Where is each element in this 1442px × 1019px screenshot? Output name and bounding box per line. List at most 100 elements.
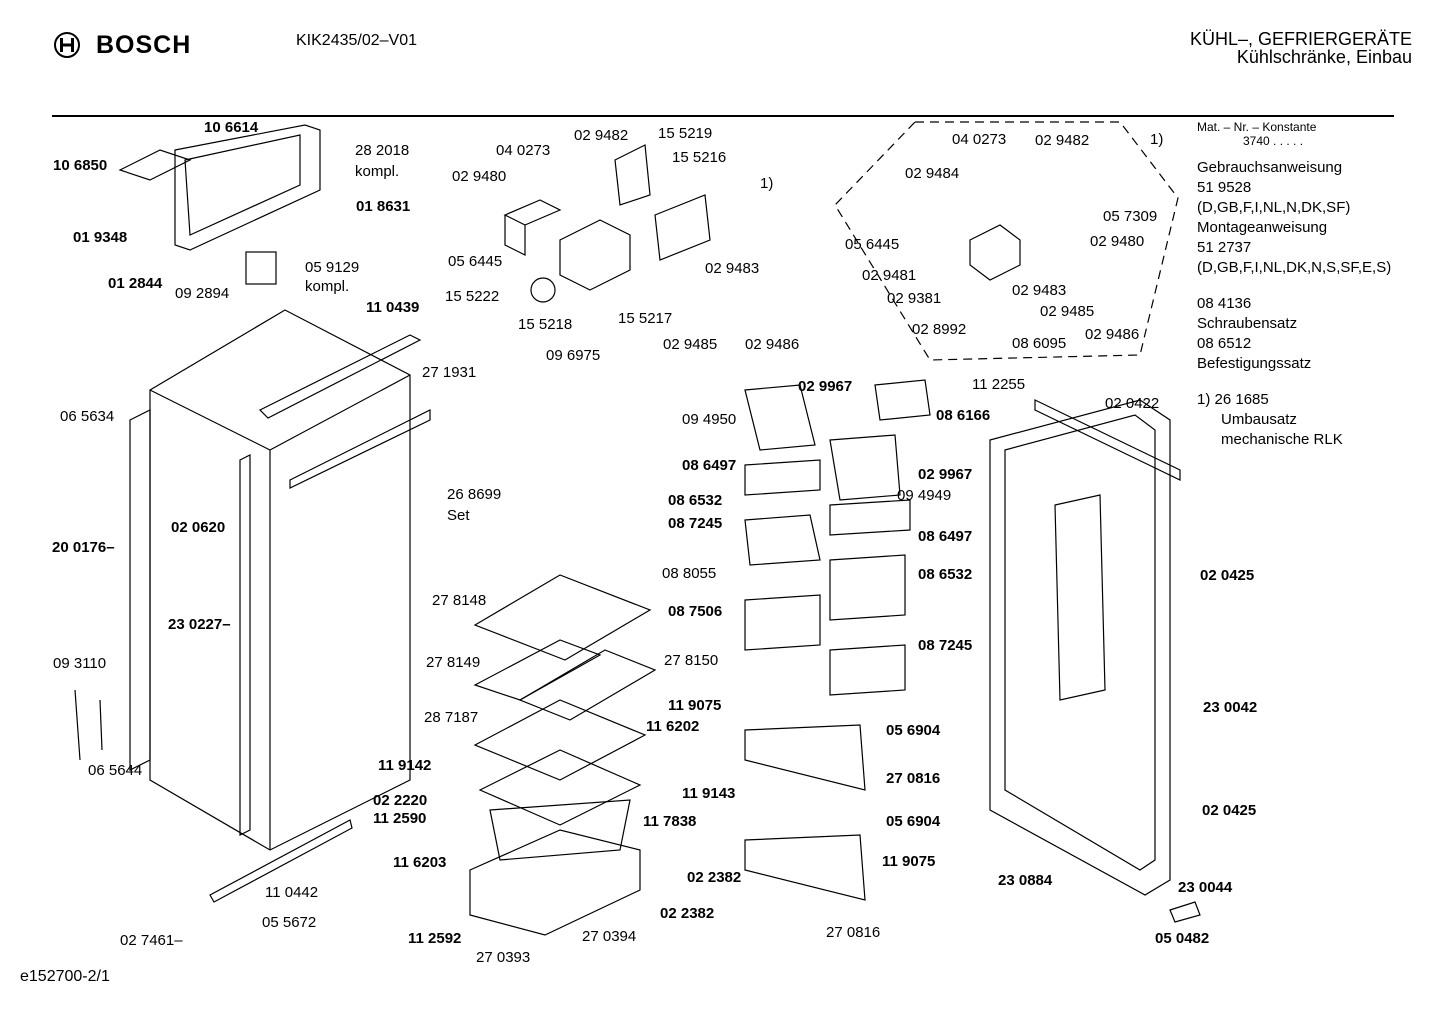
part-label: 09 4949 (897, 487, 951, 504)
part-label: 08 7506 (668, 603, 722, 620)
part-label: 05 5672 (262, 914, 316, 931)
glass-shelf-1 (473, 574, 652, 661)
part-label: 06 5644 (88, 762, 142, 779)
part-label: 11 6202 (646, 718, 699, 735)
part-label: 02 0620 (171, 519, 225, 536)
model-number: KIK2435/02–V01 (296, 32, 417, 49)
part-label: 05 6904 (886, 813, 941, 830)
part-label: 02 2220 (373, 792, 427, 809)
part-label: 02 9967 (918, 466, 972, 483)
part-label: 02 9967 (798, 378, 852, 395)
part-label: 11 2592 (408, 930, 461, 947)
part-label: 02 9480 (452, 168, 506, 185)
part-label: 10 6850 (53, 157, 107, 174)
small-bin-2 (829, 644, 906, 696)
legend-line: 51 2737 (1197, 239, 1252, 256)
trim-strip-shape (239, 454, 251, 836)
part-label: 02 0425 (1200, 567, 1254, 584)
part-label: 05 9129 (305, 259, 359, 276)
part-label: 01 9348 (73, 229, 127, 246)
part-label: 27 8149 (426, 654, 480, 671)
legend-line: (D,GB,F,I,NL,DK,N,S,SF,E,S) (1197, 259, 1392, 276)
part-label: 15 5216 (672, 149, 726, 166)
legend-panel: Mat. – Nr. – Konstante 3740 . . . . . Ge… (1197, 120, 1391, 450)
door-hinge-rail (1034, 399, 1181, 481)
side-panel-shape (129, 409, 151, 771)
dairy-compartment-1 (744, 384, 816, 451)
part-label: 02 2382 (687, 869, 741, 886)
legend-line: Befestigungssatz (1197, 355, 1312, 372)
bottom-rail-shape (209, 819, 353, 903)
part-label: 02 2382 (660, 905, 714, 922)
part-label: 02 9486 (745, 336, 799, 353)
knob-shape (530, 277, 556, 303)
door-gasket-shape (1004, 414, 1156, 871)
door-bin-2 (744, 834, 866, 901)
part-label: 08 6497 (918, 528, 972, 545)
part-label: 02 9482 (1035, 132, 1089, 149)
part-label: 11 2590 (373, 810, 426, 827)
part-label: 1) (760, 175, 773, 192)
part-label: 02 9483 (1012, 282, 1066, 299)
mat-title: Mat. – Nr. – Konstante (1197, 120, 1317, 134)
legend-note: 1) 26 1685 (1197, 391, 1269, 408)
legend-line: 08 4136 (1197, 295, 1252, 312)
part-label: 11 0439 (366, 299, 419, 316)
part-label: 08 6095 (1012, 335, 1066, 352)
hinge-part-shape (245, 251, 277, 285)
part-label: 27 0816 (826, 924, 880, 941)
part-label: 02 0422 (1105, 395, 1159, 412)
part-label: 15 5222 (445, 288, 499, 305)
part-label: 11 9075 (668, 697, 721, 714)
ice-tray-shape (118, 149, 192, 181)
mat-value: 3740 . . . . . (1243, 134, 1304, 148)
door-bin-1 (744, 724, 866, 791)
gasket-strip-shape (289, 409, 431, 489)
sensor-wire (74, 689, 81, 761)
part-label: 11 6203 (393, 854, 446, 871)
part-label: 15 5219 (658, 125, 712, 142)
part-label: kompl. (355, 163, 399, 180)
bosch-armature-icon (54, 32, 80, 58)
legend-note: Umbausatz (1221, 411, 1297, 428)
part-label: 02 9381 (887, 290, 941, 307)
door-panel-shape (1054, 494, 1106, 701)
control-housing-shape (559, 219, 631, 291)
sensor-wire-2 (99, 699, 103, 751)
part-label: 09 2894 (175, 285, 229, 302)
part-label: 11 9142 (378, 757, 431, 774)
header-rule (52, 115, 1394, 117)
part-label: 02 9485 (1040, 303, 1094, 320)
switch-plate-shape (654, 194, 711, 261)
part-label: 10 6614 (204, 119, 259, 136)
part-label: 08 6532 (918, 566, 972, 583)
part-label: 02 9484 (905, 165, 959, 182)
crisper-drawer-shape (469, 829, 641, 936)
part-label: 23 0044 (1178, 879, 1233, 896)
part-label: 27 8148 (432, 592, 486, 609)
brand-logo: BOSCH (52, 30, 191, 60)
hinge-bracket-shape (1169, 901, 1201, 923)
part-label: 23 0884 (998, 872, 1053, 889)
diagram-line-art (74, 121, 1201, 936)
part-label: 28 2018 (355, 142, 409, 159)
part-label: 05 0482 (1155, 930, 1209, 947)
part-label: 08 6532 (668, 492, 722, 509)
rail-shape (258, 334, 422, 419)
category: KÜHL–, GEFRIERGERÄTE Kühlschränke, Einba… (1190, 30, 1412, 66)
egg-tray-1 (744, 514, 821, 566)
part-label: 02 9480 (1090, 233, 1144, 250)
crisper-cover-shape (478, 749, 642, 826)
part-label: 27 0394 (582, 928, 636, 945)
brand-name: BOSCH (96, 30, 192, 59)
part-label: 15 5217 (618, 310, 672, 327)
legend-line: Gebrauchsanweisung (1197, 159, 1343, 176)
part-label: 02 9485 (663, 336, 717, 353)
fridge-door-shape (989, 399, 1171, 896)
part-label: 08 7245 (668, 515, 722, 532)
part-label: 26 8699 (447, 486, 501, 503)
part-label: 02 9482 (574, 127, 628, 144)
freezer-door-shape (174, 124, 321, 251)
category-line-1: KÜHL–, GEFRIERGERÄTE (1189, 29, 1412, 49)
